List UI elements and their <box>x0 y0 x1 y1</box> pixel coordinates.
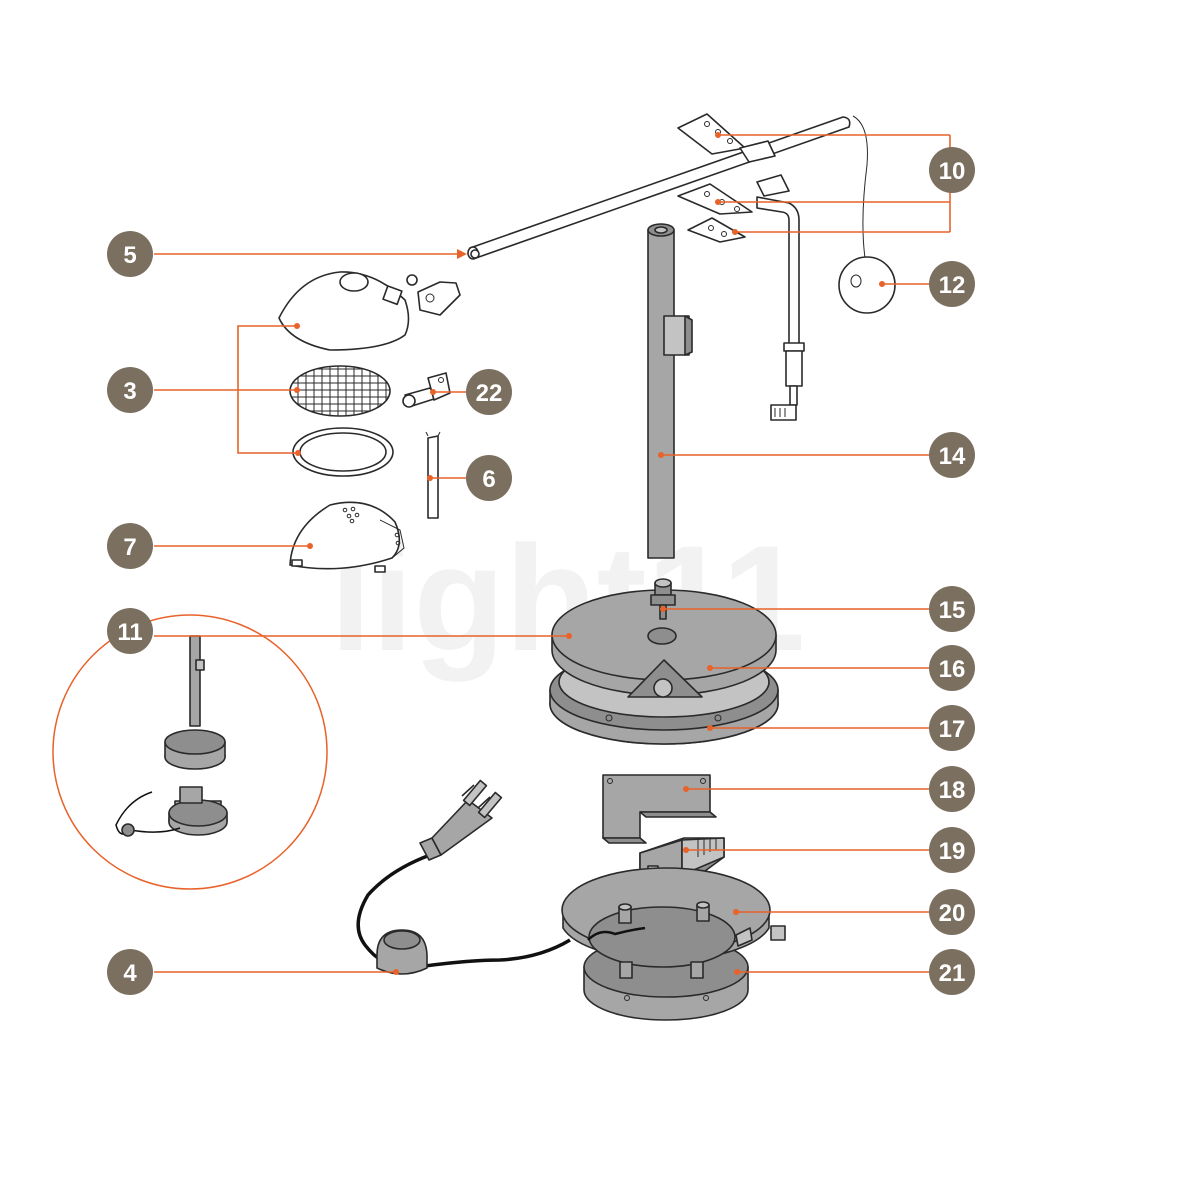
part-shade-bottom <box>289 501 405 573</box>
callout-11: 11 <box>107 608 153 654</box>
part-holder <box>402 372 451 408</box>
svg-text:14: 14 <box>939 443 966 470</box>
callout-6: 6 <box>466 455 512 501</box>
svg-text:3: 3 <box>123 378 136 405</box>
part-upper-base <box>549 589 779 745</box>
svg-text:10: 10 <box>939 158 966 185</box>
callout-21: 21 <box>929 949 975 995</box>
part-counterweight <box>838 115 896 314</box>
callout-15: 15 <box>929 586 975 632</box>
leader-dots <box>294 132 885 975</box>
callout-5: 5 <box>107 231 153 277</box>
part-arm-assembly <box>467 113 851 421</box>
callout-18: 18 <box>929 766 975 812</box>
svg-text:6: 6 <box>482 466 495 493</box>
part-screw-knob <box>650 578 676 620</box>
svg-text:7: 7 <box>123 534 136 561</box>
part-pin <box>425 431 441 519</box>
part-vertical-pole <box>647 223 693 559</box>
callout-12: 12 <box>929 261 975 307</box>
callout-7: 7 <box>107 523 153 569</box>
part-shade-top <box>278 271 410 351</box>
svg-text:4: 4 <box>123 960 137 987</box>
svg-text:21: 21 <box>939 960 966 987</box>
part-ring <box>292 427 394 477</box>
arrow-head <box>457 249 467 259</box>
svg-text:15: 15 <box>939 597 966 624</box>
callout-20: 20 <box>929 889 975 935</box>
callout-17: 17 <box>929 705 975 751</box>
part-base-housing <box>561 867 786 1021</box>
part-screw <box>470 249 480 259</box>
callout-4: 4 <box>107 949 153 995</box>
callout-14: 14 <box>929 432 975 478</box>
callout-16: 16 <box>929 645 975 691</box>
callout-3: 3 <box>107 367 153 413</box>
svg-text:18: 18 <box>939 777 966 804</box>
part-joint <box>406 274 461 316</box>
part-cable-switch <box>356 779 571 975</box>
svg-text:22: 22 <box>476 380 503 407</box>
callout-10: 10 <box>929 147 975 193</box>
svg-text:5: 5 <box>123 242 136 269</box>
part-grid-filter <box>289 365 391 417</box>
part-plate <box>602 774 717 844</box>
svg-text:19: 19 <box>939 838 966 865</box>
svg-text:20: 20 <box>939 900 966 927</box>
inset-circle <box>52 614 328 890</box>
callout-19: 19 <box>929 827 975 873</box>
svg-text:16: 16 <box>939 656 966 683</box>
callout-22: 22 <box>466 369 512 415</box>
svg-text:17: 17 <box>939 716 966 743</box>
svg-text:11: 11 <box>117 619 142 646</box>
svg-text:12: 12 <box>939 272 966 299</box>
